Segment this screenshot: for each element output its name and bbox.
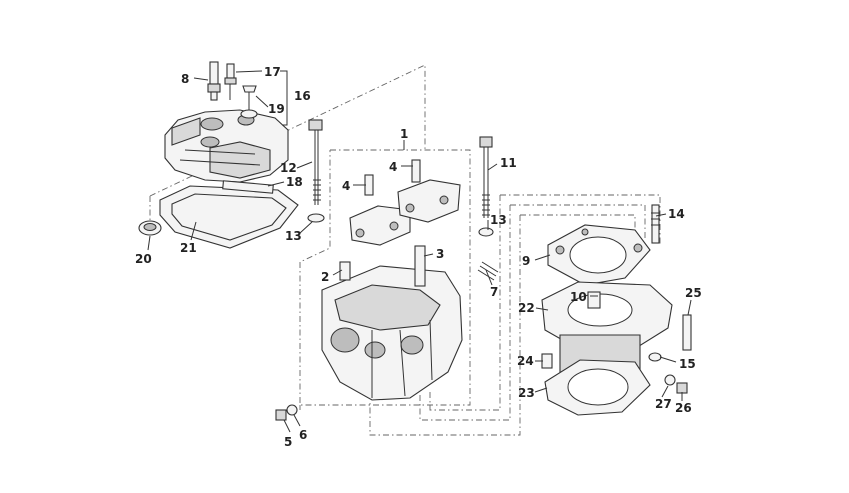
label-26: 26 — [675, 401, 692, 415]
label-13-right: 13 — [490, 213, 507, 227]
label-23: 23 — [518, 386, 535, 400]
label-16: 16 — [294, 89, 311, 103]
label-2: 2 — [321, 270, 329, 284]
label-21: 21 — [180, 241, 197, 255]
valve-cover-assembly — [138, 61, 299, 249]
label-15: 15 — [679, 357, 696, 371]
label-6: 6 — [299, 428, 307, 442]
label-8: 8 — [181, 72, 189, 86]
label-3: 3 — [436, 247, 444, 261]
long-bolts — [307, 119, 494, 237]
label-18: 18 — [286, 175, 303, 189]
label-10: 10 — [570, 290, 587, 304]
label-20: 20 — [135, 252, 152, 266]
label-19: 19 — [268, 102, 285, 116]
label-5: 5 — [284, 435, 292, 449]
cylinder-gasket-top — [547, 224, 651, 286]
label-9: 9 — [522, 254, 530, 268]
camshaft-caps — [349, 159, 461, 246]
cylinder-head — [275, 245, 499, 421]
label-4-top: 4 — [389, 160, 397, 174]
assembly-guide-lines — [149, 64, 661, 436]
part-labels: 8 17 16 19 18 21 20 12 13 1 4 4 11 13 2 … — [135, 65, 702, 449]
label-11: 11 — [500, 156, 517, 170]
label-7: 7 — [490, 285, 498, 299]
label-22: 22 — [518, 301, 535, 315]
label-14: 14 — [668, 207, 685, 221]
label-13-left: 13 — [285, 229, 302, 243]
label-4-left: 4 — [342, 179, 350, 193]
cylinder-base-gasket — [541, 353, 651, 416]
leader-lines — [147, 70, 692, 433]
label-1: 1 — [400, 127, 408, 141]
cylinder-block — [541, 204, 692, 394]
label-25: 25 — [685, 286, 702, 300]
label-27: 27 — [655, 397, 672, 411]
label-24: 24 — [517, 354, 534, 368]
label-12: 12 — [280, 161, 297, 175]
label-17: 17 — [264, 65, 281, 79]
